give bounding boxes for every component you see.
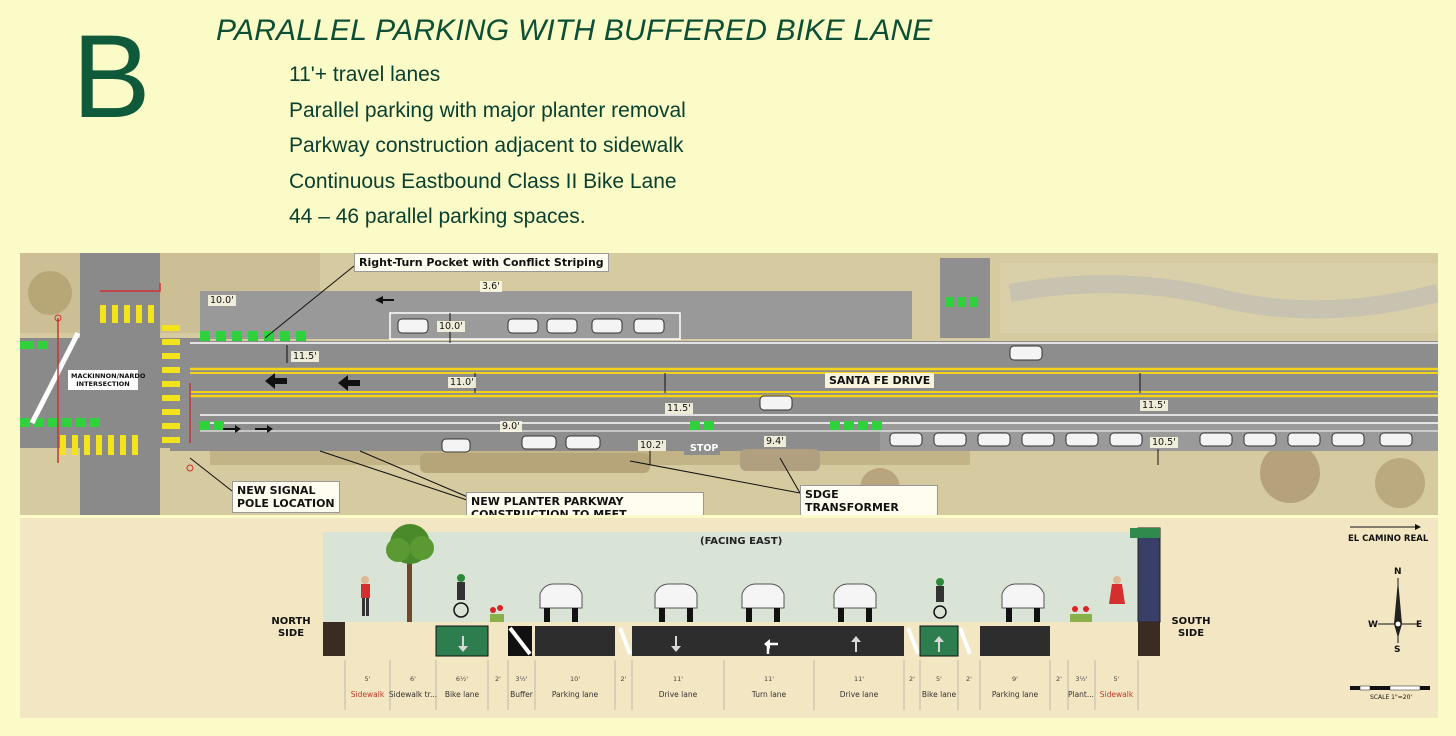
feature-item: 11'+ travel lanes bbox=[289, 63, 441, 86]
segment-name: Plant... bbox=[1067, 690, 1095, 699]
dimension-label: 10.0' bbox=[437, 321, 465, 332]
feature-item: Continuous Eastbound Class II Bike Lane bbox=[289, 169, 677, 193]
segment-width: 10' bbox=[569, 675, 581, 683]
cross-section-view bbox=[20, 518, 1438, 718]
compass-west: W bbox=[1368, 620, 1378, 630]
segment-name: Sidewalk tr... bbox=[388, 690, 438, 699]
direction-label: EL CAMINO REAL bbox=[1348, 534, 1429, 544]
dimension-label: 9.4' bbox=[764, 436, 786, 447]
segment-name: Drive lane bbox=[658, 690, 698, 699]
intersection-label: MACKINNON/NARDO INTERSECTION bbox=[68, 370, 145, 390]
segment-width: 2' bbox=[495, 675, 501, 683]
callout-planter: NEW PLANTER PARKWAY CONSTRUCTION TO MEET… bbox=[466, 492, 704, 515]
segment-width: 6½' bbox=[455, 675, 469, 683]
page-title: PARALLEL PARKING WITH BUFFERED BIKE LANE bbox=[216, 14, 933, 47]
segment-width: 11' bbox=[763, 675, 775, 683]
segment-width: 5' bbox=[364, 675, 371, 683]
segment-width: 11' bbox=[853, 675, 865, 683]
segment-width: 6' bbox=[410, 675, 416, 683]
segment-name: Parking lane bbox=[991, 690, 1039, 699]
dimension-label: 10.2' bbox=[638, 440, 666, 451]
segment-name: Drive lane bbox=[839, 690, 879, 699]
segment-width: 2' bbox=[620, 675, 627, 683]
segment-width: 11' bbox=[672, 675, 684, 683]
segment-width: 9' bbox=[1012, 675, 1018, 683]
scale-label: SCALE 1"=20' bbox=[1370, 694, 1413, 701]
dimension-label: 3.6' bbox=[480, 281, 502, 292]
segment-name: Sidewalk bbox=[350, 690, 385, 699]
street-name: SANTA FE DRIVE bbox=[825, 373, 935, 388]
segment-width: 5' bbox=[1113, 675, 1120, 683]
feature-list: 11'+ travel lanes Parallel parking with … bbox=[289, 62, 686, 240]
dimension-label: 11.5' bbox=[1140, 400, 1168, 411]
callout-right-turn: Right-Turn Pocket with Conflict Striping bbox=[354, 253, 609, 272]
segment-name: Bike lane bbox=[444, 690, 480, 699]
segment-width: 2' bbox=[1056, 675, 1062, 683]
plan-drawing bbox=[20, 253, 1438, 515]
callout-sdge: SDGE TRANSFORMER RELOCATIONS bbox=[800, 485, 938, 515]
segment-width: 5' bbox=[936, 675, 942, 683]
dimension-label: 11.5' bbox=[291, 351, 319, 362]
south-side-label: SOUTH SIDE bbox=[1171, 616, 1211, 639]
dimension-label: 10.5' bbox=[1150, 437, 1178, 448]
segment-width: 2' bbox=[966, 675, 972, 683]
feature-item: 44 – 46 parallel parking spaces. bbox=[289, 205, 586, 228]
cross-section-drawing bbox=[323, 524, 1430, 710]
callout-signal-pole: NEW SIGNAL POLE LOCATION bbox=[232, 481, 340, 513]
dimension-label: 11.0' bbox=[448, 377, 476, 388]
dimension-label: 11.5' bbox=[665, 403, 693, 414]
compass-north: N bbox=[1394, 567, 1402, 577]
segment-name: Turn lane bbox=[751, 690, 787, 699]
segment-width: 3½' bbox=[1075, 675, 1088, 683]
option-letter: B bbox=[72, 11, 151, 143]
segment-width: 3½' bbox=[515, 675, 528, 683]
north-side-label: NORTH SIDE bbox=[271, 616, 311, 639]
plan-view: Right-Turn Pocket with Conflict Striping… bbox=[20, 253, 1438, 515]
segment-name: Sidewalk bbox=[1099, 690, 1134, 699]
compass-south: S bbox=[1394, 645, 1401, 655]
segment-width: 2' bbox=[909, 675, 915, 683]
segment-name: Buffer bbox=[510, 690, 533, 699]
segment-name: Parking lane bbox=[551, 690, 599, 699]
dimension-label: 9.0' bbox=[500, 421, 522, 432]
stop-marking: STOP bbox=[690, 443, 719, 454]
dimension-label: 10.0' bbox=[208, 295, 236, 306]
compass-east: E bbox=[1416, 620, 1423, 630]
feature-item: Parallel parking with major planter remo… bbox=[289, 98, 686, 122]
segment-name: Bike lane bbox=[921, 690, 957, 699]
feature-item: Parkway construction adjacent to sidewal… bbox=[289, 134, 684, 157]
facing-label: (FACING EAST) bbox=[700, 536, 783, 547]
